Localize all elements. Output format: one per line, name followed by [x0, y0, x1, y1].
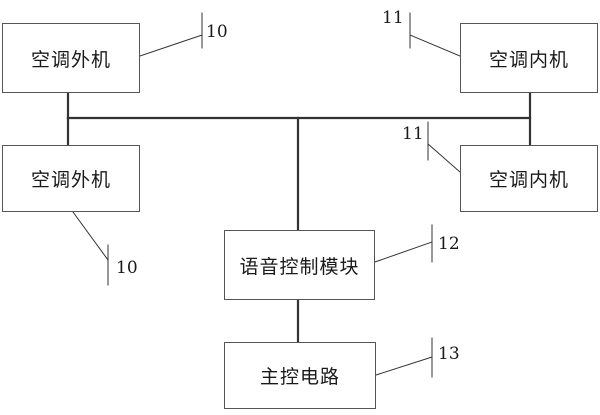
indoor-unit-top-box: 空调内机	[460, 23, 598, 93]
main-circuit-box: 主控电路	[224, 342, 376, 409]
ref-voice-module: 12	[438, 234, 460, 254]
leader-main-circuit	[375, 356, 433, 376]
ref-indoor-top: 11	[382, 8, 404, 28]
indoor-unit-top-label: 空调内机	[488, 48, 569, 71]
ref-outdoor-bottom: 10	[116, 258, 138, 278]
indoor-unit-bottom-label: 空调内机	[488, 169, 569, 191]
leader-indoor-top	[409, 34, 461, 57]
ref-indoor-bottom: 11	[402, 124, 424, 144]
outdoor-unit-top-box: 空调外机	[2, 23, 140, 93]
ref-outdoor-top: 10	[206, 22, 228, 42]
outdoor-unit-bottom-label: 空调外机	[30, 169, 111, 191]
main-circuit-label: 主控电路	[259, 366, 340, 388]
leader-indoor-bottom	[427, 143, 461, 173]
voice-module-label: 语音控制模块	[239, 255, 360, 278]
indoor-unit-bottom-box: 空调内机	[460, 145, 598, 212]
outdoor-unit-top-label: 空调外机	[30, 48, 111, 71]
voice-module-box: 语音控制模块	[224, 230, 375, 300]
leader-outdoor-bottom	[72, 211, 109, 261]
outdoor-unit-bottom-box: 空调外机	[2, 145, 140, 212]
leader-outdoor-top	[139, 34, 203, 57]
ref-main-circuit: 13	[438, 344, 460, 364]
leader-voice-module	[374, 241, 433, 263]
